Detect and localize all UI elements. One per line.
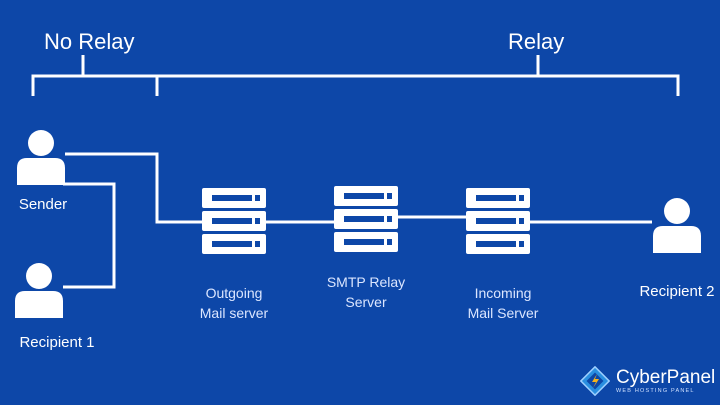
top-bracket	[31, 74, 680, 96]
person-icons	[15, 130, 701, 318]
smtp-relay-server-label: SMTP Relay Server	[316, 272, 416, 312]
bracket-lines	[31, 55, 680, 96]
no-relay-label: No Relay	[44, 29, 135, 54]
logo-name: CyberPanel	[616, 366, 716, 388]
cyberpanel-logo-icon	[580, 366, 610, 396]
outgoing-label-line1: Outgoing	[205, 285, 263, 301]
smtp-relay-server-icon	[334, 186, 398, 252]
incoming-server-label: Incoming Mail Server	[448, 283, 558, 323]
server-icons	[202, 186, 530, 254]
relay-label: Relay	[508, 29, 565, 54]
sender-label: Sender	[18, 196, 68, 213]
cyberpanel-logo: CyberPanel WEB HOSTING PANEL	[580, 364, 715, 398]
incoming-label-line1: Incoming	[474, 285, 532, 301]
relay-label-line1: SMTP Relay	[326, 274, 406, 290]
relay-label-line2: Server	[345, 294, 387, 310]
incoming-server-icon	[466, 188, 530, 254]
outgoing-server-label: Outgoing Mail server	[184, 283, 284, 323]
outgoing-server-icon	[202, 188, 266, 254]
logo-tagline: WEB HOSTING PANEL	[616, 387, 695, 394]
recipient-1-label: Recipient 1	[19, 334, 95, 351]
sender-to-recipient1-line	[63, 182, 116, 289]
person-icon	[15, 263, 63, 318]
sender-to-outgoing-line	[65, 152, 202, 224]
person-icon	[653, 198, 701, 253]
outgoing-label-line2: Mail server	[199, 305, 269, 321]
incoming-label-line2: Mail Server	[467, 305, 539, 321]
connections	[63, 152, 652, 289]
person-icon	[17, 130, 65, 185]
recipient-2-label: Recipient 2	[639, 283, 715, 300]
